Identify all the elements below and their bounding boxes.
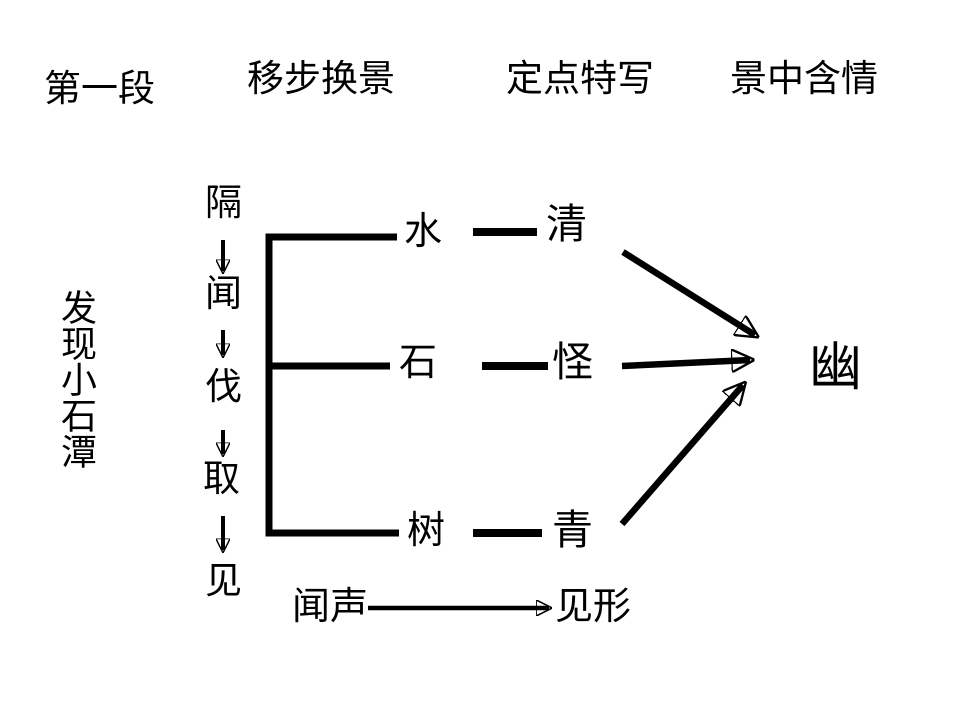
bottom-hear-sound: 闻声	[292, 586, 369, 628]
converge-arrow-bottom	[619, 385, 743, 527]
chain-item-wen: 闻	[205, 273, 242, 314]
converge-arrow-top	[621, 249, 755, 335]
node-stone: 石	[399, 342, 438, 384]
section-label: 第一段	[44, 68, 155, 109]
node-tree: 树	[407, 510, 446, 552]
header-col-feeling-in-scene: 景中含情	[730, 58, 878, 99]
left-vertical-label: 发现小石潭	[56, 289, 97, 469]
chain-item-qu: 取	[203, 458, 240, 499]
chain-item-fa: 伐	[205, 366, 242, 407]
node-water: 水	[404, 211, 443, 253]
attr-clear: 清	[546, 201, 587, 247]
chain-item-ge: 隔	[205, 182, 242, 223]
result-secluded: 幽	[809, 338, 862, 397]
bottom-see-form: 见形	[555, 586, 632, 628]
converge-arrow-middle	[621, 360, 750, 366]
attr-strange: 怪	[552, 339, 593, 385]
attr-green: 青	[552, 507, 593, 553]
header-col-fixed-closeup: 定点特写	[506, 58, 654, 99]
chain-item-jian: 见	[205, 560, 242, 601]
header-col-moving-scenes: 移步换景	[247, 58, 395, 99]
bracket-connector	[265, 233, 399, 537]
